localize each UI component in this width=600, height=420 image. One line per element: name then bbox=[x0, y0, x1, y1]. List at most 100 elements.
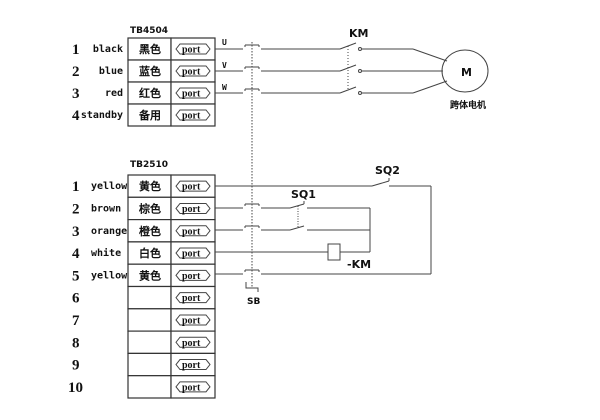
wire-color-en: standby bbox=[81, 110, 123, 121]
terminal-number: 3 bbox=[72, 224, 80, 240]
port-label: port bbox=[182, 204, 201, 215]
port-label: port bbox=[182, 382, 201, 393]
wire-color-en: blue bbox=[99, 66, 123, 77]
port-tag-icon bbox=[175, 43, 211, 55]
wire-color-en: red bbox=[105, 88, 123, 99]
terminal-row: 2 brown 棕色 port bbox=[72, 196, 216, 221]
sq2-label: SQ2 bbox=[375, 164, 400, 177]
port-tag-icon bbox=[175, 359, 211, 371]
color-cell bbox=[127, 375, 172, 399]
port-label: port bbox=[182, 226, 201, 237]
port-label: port bbox=[182, 271, 201, 282]
control-line-5 bbox=[215, 269, 431, 275]
wire-color-en: white bbox=[91, 247, 121, 259]
terminal-number: 7 bbox=[72, 313, 80, 329]
coil-label: -KM bbox=[347, 258, 371, 271]
sb-label: SB bbox=[247, 297, 260, 307]
port-label: port bbox=[182, 45, 201, 56]
wire-color-cn: 棕色 bbox=[138, 201, 161, 215]
wire-color-en: orange bbox=[91, 226, 127, 237]
control-line-2 bbox=[215, 201, 371, 252]
terminal-number: 4 bbox=[72, 108, 80, 124]
terminal-number: 6 bbox=[72, 291, 80, 307]
terminal-row: 1 yellow 黄色 port bbox=[72, 174, 216, 198]
terminal-row: 3 orange 橙色 port bbox=[72, 219, 216, 243]
color-cell bbox=[127, 352, 172, 377]
phase-label-w: W bbox=[222, 83, 227, 92]
control-line-3 bbox=[215, 225, 370, 231]
wire-color-en: black bbox=[93, 44, 123, 55]
port-tag-icon bbox=[175, 269, 211, 281]
port-tag-icon bbox=[175, 202, 211, 214]
terminal-number: 8 bbox=[72, 335, 80, 351]
port-label: port bbox=[182, 293, 201, 304]
contactor-label: KM bbox=[349, 27, 368, 40]
wire-color-cn: 橙色 bbox=[139, 224, 161, 238]
motor-label: M bbox=[461, 66, 472, 79]
port-cell bbox=[170, 375, 216, 399]
wire-color-cn: 备用 bbox=[138, 108, 161, 122]
wire-color-cn: 黑色 bbox=[139, 42, 161, 56]
terminal-row: 7 port bbox=[72, 308, 216, 332]
wire-color-en: yellow bbox=[91, 181, 128, 192]
terminal-row: 6 port bbox=[72, 285, 216, 310]
terminal-row: 1 black 黑色 port bbox=[72, 37, 216, 61]
port-tag-icon bbox=[175, 87, 211, 99]
sb-actuator bbox=[245, 282, 259, 292]
terminal-number: 5 bbox=[72, 268, 80, 284]
wire-color-cn: 红色 bbox=[139, 86, 161, 100]
motor-symbol bbox=[441, 49, 489, 93]
power-line-v bbox=[215, 64, 443, 73]
port-tag-icon bbox=[175, 247, 211, 259]
port-tag-icon bbox=[175, 314, 211, 326]
control-line-1 bbox=[215, 178, 432, 274]
port-label: port bbox=[182, 67, 201, 78]
port-tag-icon bbox=[175, 225, 211, 237]
wire-color-cn: 黄色 bbox=[139, 179, 161, 193]
port-tag-icon bbox=[175, 292, 211, 304]
terminal-row: 9 port bbox=[72, 352, 216, 377]
terminal-number: 1 bbox=[72, 42, 80, 58]
motor-name: 跨体电机 bbox=[450, 99, 486, 111]
color-cell bbox=[127, 330, 172, 355]
port-label: port bbox=[182, 249, 201, 260]
phase-label-v: V bbox=[222, 61, 227, 70]
color-cell bbox=[127, 285, 172, 310]
wire-color-cn: 黄色 bbox=[139, 268, 161, 282]
power-line-u bbox=[215, 42, 448, 62]
block-title-tb2510: TB2510 bbox=[130, 160, 168, 170]
phase-label-u: U bbox=[222, 38, 227, 47]
port-tag-icon bbox=[175, 109, 211, 121]
port-tag-icon bbox=[175, 336, 211, 348]
terminal-number: 1 bbox=[72, 179, 80, 195]
power-line-w bbox=[215, 80, 448, 95]
terminal-row: 4 white 白色 port bbox=[72, 241, 216, 265]
terminal-number: 4 bbox=[72, 246, 80, 262]
port-tag-icon bbox=[175, 65, 211, 77]
terminal-row: 8 port bbox=[72, 330, 216, 355]
port-label: port bbox=[182, 360, 201, 371]
port-label: port bbox=[182, 338, 201, 349]
terminal-number: 10 bbox=[68, 380, 83, 396]
port-label: port bbox=[182, 315, 201, 326]
wire-color-en: brown bbox=[91, 203, 121, 214]
block-title-tb4504: TB4504 bbox=[130, 26, 168, 36]
port-label: port bbox=[182, 111, 201, 122]
wire-color-en: yellow bbox=[91, 270, 128, 281]
color-cell bbox=[127, 308, 172, 332]
terminal-row: 5 yellow 黄色 port bbox=[72, 263, 216, 288]
wire-color-cn: 白色 bbox=[139, 246, 161, 260]
port-label: port bbox=[182, 182, 201, 193]
control-line-4 bbox=[215, 243, 370, 261]
port-label: port bbox=[182, 89, 201, 100]
sq1-label: SQ1 bbox=[291, 188, 316, 201]
wire-color-cn: 蓝色 bbox=[139, 64, 161, 78]
terminal-number: 2 bbox=[72, 201, 80, 217]
port-tag-icon bbox=[175, 381, 211, 393]
terminal-number: 9 bbox=[72, 358, 80, 374]
terminal-number: 3 bbox=[72, 86, 80, 102]
